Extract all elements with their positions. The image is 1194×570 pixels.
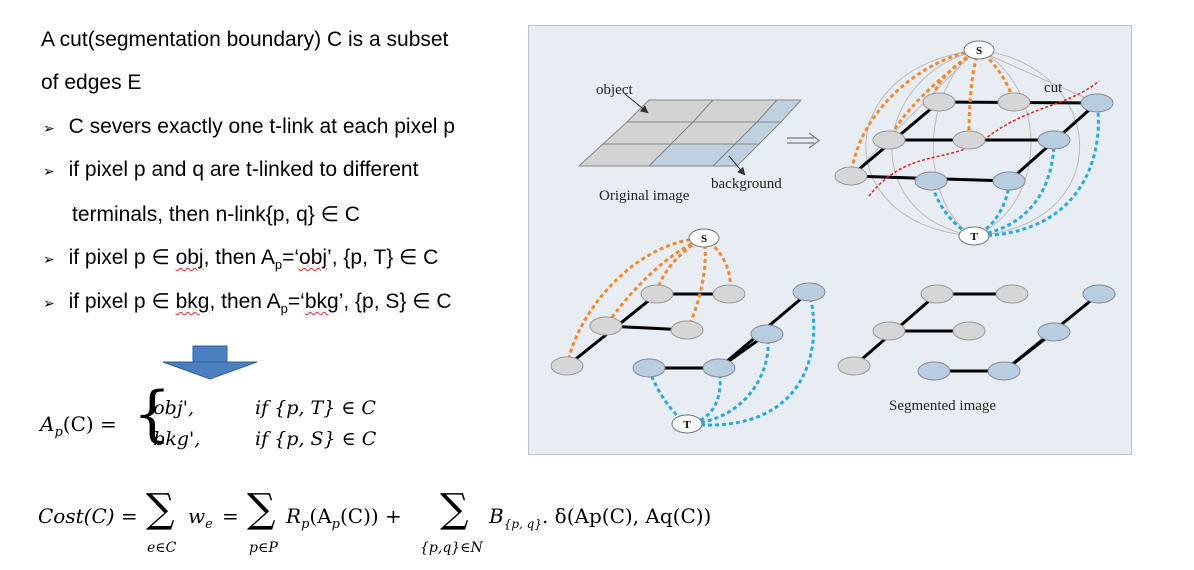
arrow-bullet-icon: ➢ bbox=[43, 251, 55, 267]
sum-symbol-1: ∑ bbox=[146, 486, 175, 532]
bullet-4: ➢ if pixel p ∈ bkg, then Ap=‘bkg’, {p, S… bbox=[43, 289, 452, 316]
boundary-term: B{p, q}. δ(Ap(C), Aq(C)) bbox=[489, 504, 712, 531]
case-1-value: 'obj', bbox=[148, 397, 194, 419]
sink-node-label: T bbox=[683, 419, 691, 431]
object-label: object bbox=[596, 82, 633, 98]
sum-symbol-3: ∑ bbox=[440, 486, 469, 532]
background-pointer bbox=[728, 155, 746, 176]
case-2-condition: if {p, S} ∈ C bbox=[255, 428, 377, 450]
original-image-label: Original image bbox=[599, 188, 690, 204]
bullet-1-text: C severs exactly one t-link at each pixe… bbox=[68, 115, 455, 138]
intro-line-2: of edges E bbox=[41, 71, 142, 94]
source-node-label: S bbox=[976, 45, 982, 57]
case-2-value: 'bkg', bbox=[148, 428, 201, 450]
original-image-grid bbox=[577, 99, 803, 167]
bullet-2-continuation: terminals, then n-link{p, q} ∈ C bbox=[72, 203, 360, 226]
bullet-2-text: if pixel p and q are t-linked to differe… bbox=[68, 158, 419, 181]
graph-cut-diagram: object background Original image bbox=[528, 25, 1132, 455]
arrow-bullet-icon: ➢ bbox=[43, 163, 55, 179]
cases-brace: { bbox=[133, 379, 172, 449]
equals-sign: = bbox=[222, 504, 239, 528]
cut-label: cut bbox=[1044, 80, 1063, 96]
bullet-3: ➢ if pixel p ∈ obj, then Ap=‘obj’, {p, T… bbox=[43, 245, 438, 272]
diagram-svg: object background Original image bbox=[550, 40, 1116, 434]
source-node-label: S bbox=[701, 233, 707, 245]
sum-3-subscript: {p,q}∈N bbox=[420, 540, 483, 556]
down-arrow-icon bbox=[162, 345, 258, 380]
bullet-3-text: if pixel p ∈ obj, then Ap=‘obj’, {p, T} … bbox=[68, 246, 439, 273]
segmented-graph: Segmented image bbox=[837, 284, 1116, 414]
ap-formula-lhs: Ap(C) = bbox=[40, 412, 117, 440]
background-label: background bbox=[711, 176, 782, 192]
sum-1-subscript: e∈C bbox=[147, 540, 177, 556]
arrow-bullet-icon: ➢ bbox=[43, 120, 55, 136]
sum-2-subscript: p∈P bbox=[249, 540, 278, 556]
full-graph: S T cut bbox=[834, 40, 1114, 246]
sum-symbol-2: ∑ bbox=[247, 486, 276, 532]
split-graph: S T bbox=[550, 228, 826, 434]
case-1-condition: if {p, T} ∈ C bbox=[255, 397, 376, 419]
bullet-1: ➢ C severs exactly one t-link at each pi… bbox=[43, 115, 455, 139]
weight-term: we bbox=[188, 504, 213, 532]
bullet-2: ➢ if pixel p and q are t-linked to diffe… bbox=[43, 158, 418, 182]
segmented-image-label: Segmented image bbox=[889, 398, 996, 414]
intro-line-1: A cut(segmentation boundary) C is a subs… bbox=[41, 28, 449, 51]
bullet-4-text: if pixel p ∈ bkg, then Ap=‘bkg’, {p, S} … bbox=[68, 290, 452, 317]
region-term: Rp(Ap(C)) + bbox=[286, 504, 402, 532]
cost-lhs: Cost(C) = bbox=[38, 504, 138, 528]
sink-node-label: T bbox=[970, 231, 978, 243]
object-pointer bbox=[624, 93, 649, 114]
arrow-bullet-icon: ➢ bbox=[43, 295, 55, 311]
right-arrow-icon bbox=[787, 132, 820, 149]
